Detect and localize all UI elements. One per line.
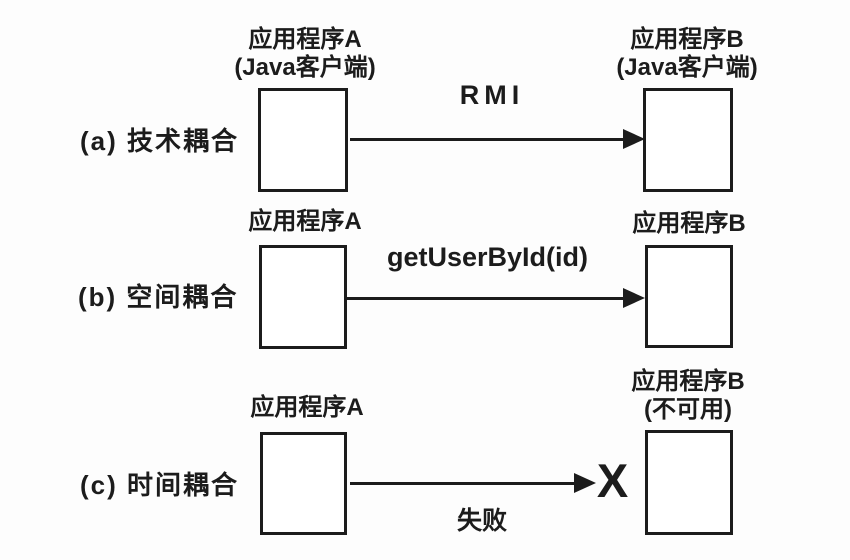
app-a-caption-row-c: 应用程序A	[212, 394, 402, 422]
row-label-temporal-coupling: (c) 时间耦合	[80, 470, 240, 500]
app-b-box-row-a	[643, 88, 733, 192]
arrowhead-icon	[574, 473, 596, 493]
app-b-title-row-b: 应用程序B	[632, 210, 746, 237]
arrow-label-failure: 失败	[456, 507, 507, 535]
arrow-label-rmi: RMI	[459, 80, 525, 110]
app-a-title-row-b: 应用程序A	[248, 208, 362, 235]
app-b-subtitle-row-c: (不可用)	[644, 396, 732, 423]
arrowhead-icon	[623, 288, 645, 308]
app-b-caption-row-a: 应用程序B (Java客户端)	[592, 26, 782, 82]
app-a-caption-row-b: 应用程序A	[210, 208, 400, 236]
app-b-title-row-c: 应用程序B	[631, 368, 745, 395]
arrow-shaft	[347, 296, 629, 300]
arrow-shaft	[350, 481, 580, 485]
arrow-label-getuserbyid: getUserById(id)	[387, 242, 589, 272]
app-b-box-row-b	[645, 245, 733, 348]
app-b-subtitle-row-a: (Java客户端)	[616, 54, 758, 81]
app-a-title-row-c: 应用程序A	[250, 394, 364, 421]
row-label-spatial-coupling: (b) 空间耦合	[78, 282, 239, 312]
app-a-box-row-c	[260, 432, 347, 535]
app-b-caption-row-b: 应用程序B	[594, 210, 784, 238]
app-b-box-row-c	[645, 430, 733, 535]
app-a-title-row-a: 应用程序A	[248, 26, 362, 53]
arrow-shaft	[350, 137, 629, 141]
arrowhead-icon	[623, 129, 645, 149]
app-b-caption-row-c: 应用程序B (不可用)	[593, 368, 783, 424]
row-label-technical-coupling: (a) 技术耦合	[80, 126, 240, 156]
failure-x-mark: X	[596, 454, 629, 507]
app-b-title-row-a: 应用程序B	[630, 26, 744, 53]
app-a-box-row-a	[258, 88, 348, 192]
app-a-caption-row-a: 应用程序A (Java客户端)	[210, 26, 400, 82]
app-a-box-row-b	[259, 245, 347, 349]
app-a-subtitle-row-a: (Java客户端)	[234, 54, 376, 81]
